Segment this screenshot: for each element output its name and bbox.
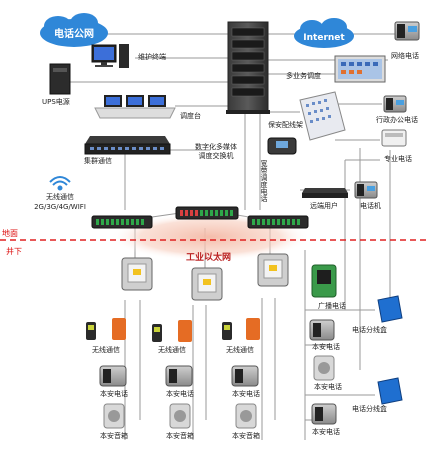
dispatch-desk-icon [94,95,176,119]
safe-phone-r1-icon [309,319,335,341]
multimedia-switch-label-2: 调度交换机 [198,152,234,160]
safe-phone-r2-label: 本安电话 [314,383,342,391]
radio-b-icon [152,320,192,342]
speaker-b-label: 本安音箱 [166,432,194,440]
broadcast-phone-label: 广播电话 [318,302,346,310]
multimedia-switch-label-1: 数字化多媒体 [195,143,237,151]
ring-switch-center [175,206,239,220]
distribution-box-label: 保安配线架 [268,121,303,129]
admin-phone-label: 行政办公电话 [376,116,418,124]
wireless-label-2: 2G/3G/4G/WIFI [34,203,86,211]
radio-c-icon [222,318,260,340]
speaker-a-icon [103,403,125,429]
speaker-c-label: 本安音箱 [232,432,260,440]
safe-phone-c-label: 本安电话 [232,390,260,398]
underground-label: 井下 [6,247,22,256]
safe-phone-r1-label: 本安电话 [312,343,340,351]
surface-label: 地面 [2,229,18,238]
pstn-cloud: 电话公网 [40,13,108,47]
wireless-b-label: 无线通信 [158,346,186,354]
speaker-b-icon [169,403,191,429]
phone-set-label: 电话机 [360,202,381,210]
phone-junction-box-2 [377,377,403,405]
speaker-a-label: 本安音箱 [100,432,128,440]
ups-icon [49,63,71,95]
phone-junction-label-1: 电话分线盒 [352,326,387,334]
speaker-c-icon [235,403,257,429]
desk-phone-icon [267,137,297,155]
safe-phone-b-icon [165,365,193,387]
phone-junction-box-1 [377,295,403,323]
safe-phone-r3-label: 本安电话 [312,428,340,436]
remote-user-label: 远端用户 [310,202,338,210]
broadcast-phone-icon [311,264,337,298]
cluster-switch-icon [84,136,171,155]
special-phone-label: 专业电话 [384,155,412,163]
ups-label: UPS电源 [42,98,70,106]
safe-phone-c-icon [231,365,259,387]
broadband-line-label: 宽带调度电话 [260,160,268,202]
industrial-ethernet-label: 工业以太网 [186,253,232,263]
ring-switch-left [91,215,153,229]
radio-a-icon [86,318,126,340]
special-phone-icon [381,129,407,147]
computer-icon [91,44,129,68]
safe-phone-a-icon [99,365,127,387]
wireless-c-label: 无线通信 [226,346,254,354]
network-phone-icon [394,21,420,41]
internet-cloud-label: Internet [303,33,345,43]
safe-phone-b-label: 本安电话 [166,390,194,398]
junction-box-2 [191,267,223,301]
maint-terminal-label: 维护终端 [138,53,166,61]
ring-switch-right [247,215,309,229]
remote-switch-icon [302,188,348,198]
junction-box-1 [121,257,153,291]
wireless-label-1: 无线通信 [46,193,74,201]
pstn-cloud-label: 电话公网 [54,27,94,40]
dispatch-desk-label: 调度台 [180,112,201,120]
phone-junction-label-2: 电话分线盒 [352,405,387,413]
distribution-frame-icon [299,91,346,141]
safe-phone-r2-icon [313,355,335,381]
phone-set-icon [354,181,378,199]
wireless-a-label: 无线通信 [92,346,120,354]
control-panel-icon [334,55,386,83]
wifi-icon [49,176,71,191]
safe-phone-a-label: 本安电话 [100,390,128,398]
safe-phone-r3-icon [311,403,337,425]
cluster-comm-label: 集群通信 [84,157,112,165]
internet-cloud: Internet [294,18,354,48]
network-phone-label: 网络电话 [391,52,419,60]
junction-box-3 [257,253,289,287]
admin-phone-icon [383,95,407,113]
server-rack-icon [226,21,270,114]
multi-service-label: 多业务调度 [286,72,321,80]
